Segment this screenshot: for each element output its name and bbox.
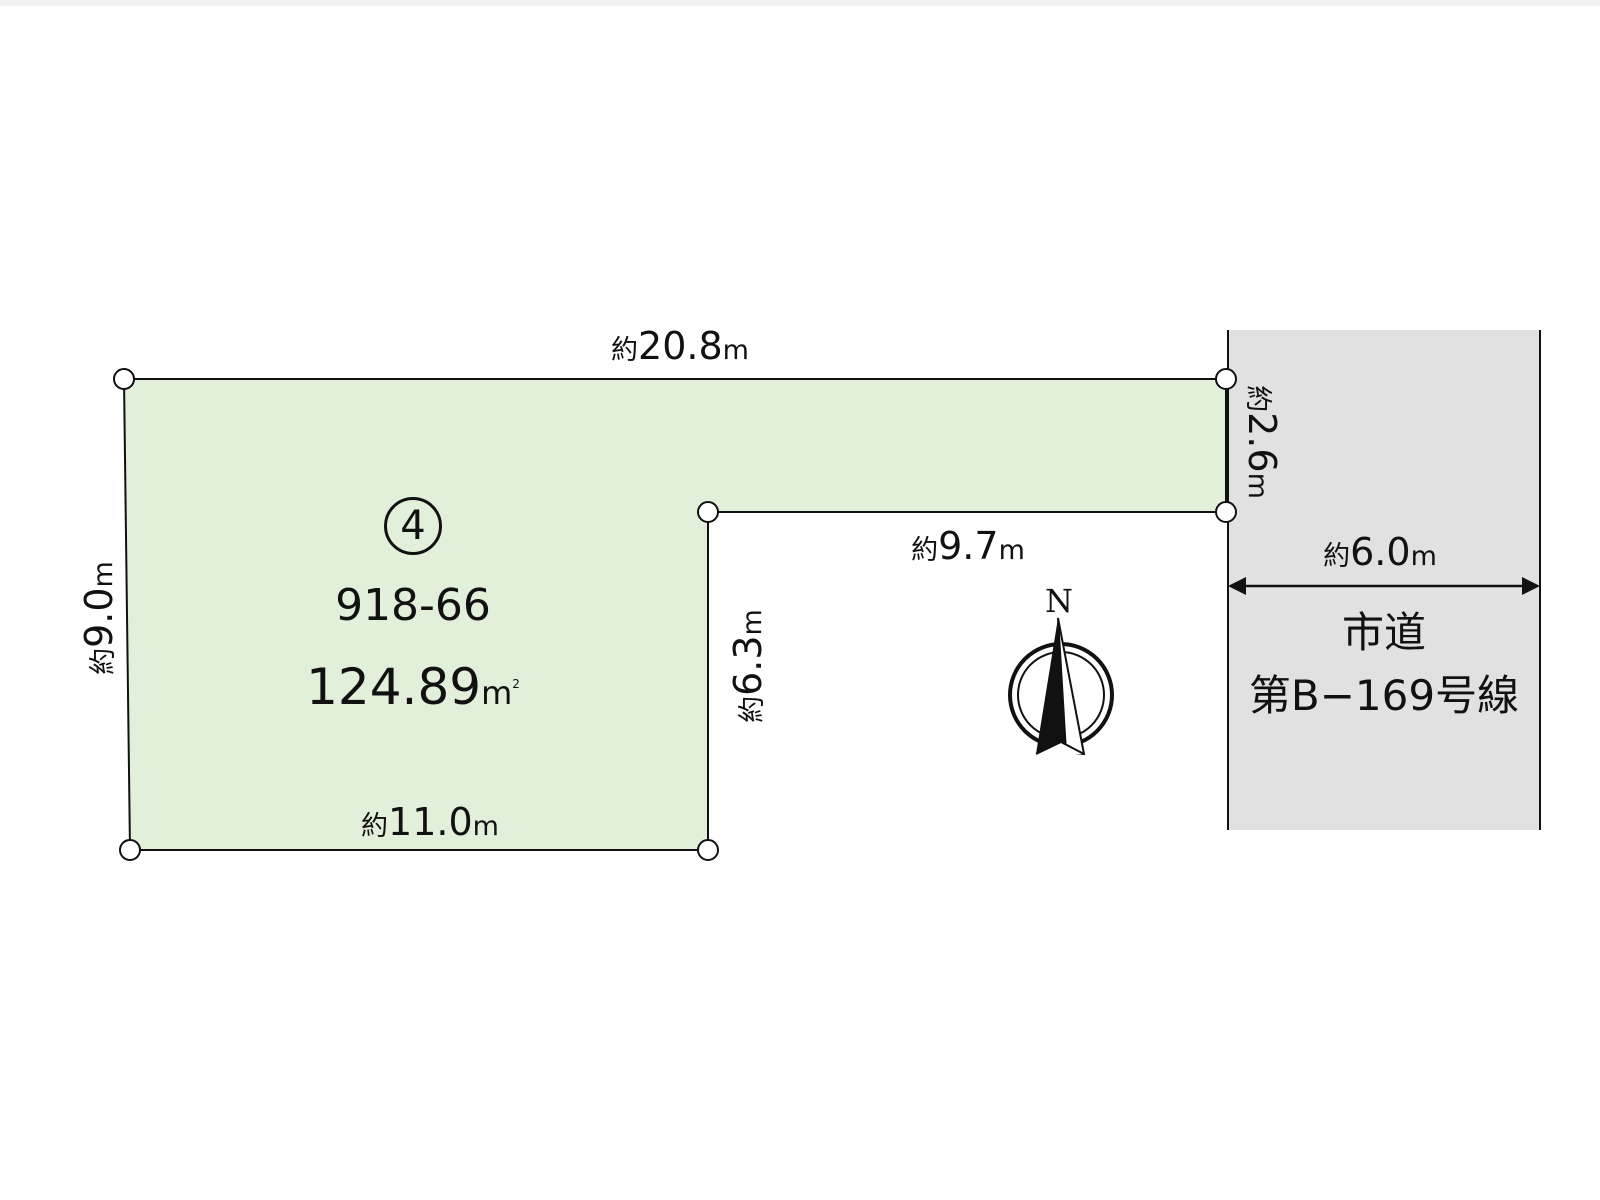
north-arrow-icon [1008,617,1114,756]
road-width-arrow [1228,577,1540,595]
corner-markers [113,368,1237,861]
lot-area: 124.89m2 [306,658,520,716]
city-road-area [1228,330,1540,830]
corner-marker-notch-left [697,501,719,523]
road-name-label: 市道 第B−169号線 [1249,601,1519,727]
left-dimension-label: 約9.0m [77,561,121,675]
top-border-strip [0,0,1600,6]
corner-marker-top-right [1215,368,1237,390]
corner-marker-top-left [113,368,135,390]
parcel-number: 918-66 [335,580,491,631]
road-name-line2: 第B−169号線 [1248,671,1520,720]
compass-north-label: N [1045,582,1073,620]
inner-vertical-dimension-label: 約6.3m [726,609,770,723]
corner-marker-notch-right [1215,501,1237,523]
top-dimension-label: 約20.8m [611,324,749,368]
road-width-dimension-label: 約6.0m [1323,530,1437,574]
lot-number-badge: 4 [384,497,442,555]
frontage-dimension-label: 約2.6m [1240,385,1284,499]
corner-marker-bottom-left [119,839,141,861]
bottom-dimension-label: 約11.0m [361,800,499,844]
corner-marker-bottom-right [697,839,719,861]
inner-horizontal-dimension-label: 約9.7m [911,524,1025,568]
road-name-line1: 市道 [1341,608,1427,657]
